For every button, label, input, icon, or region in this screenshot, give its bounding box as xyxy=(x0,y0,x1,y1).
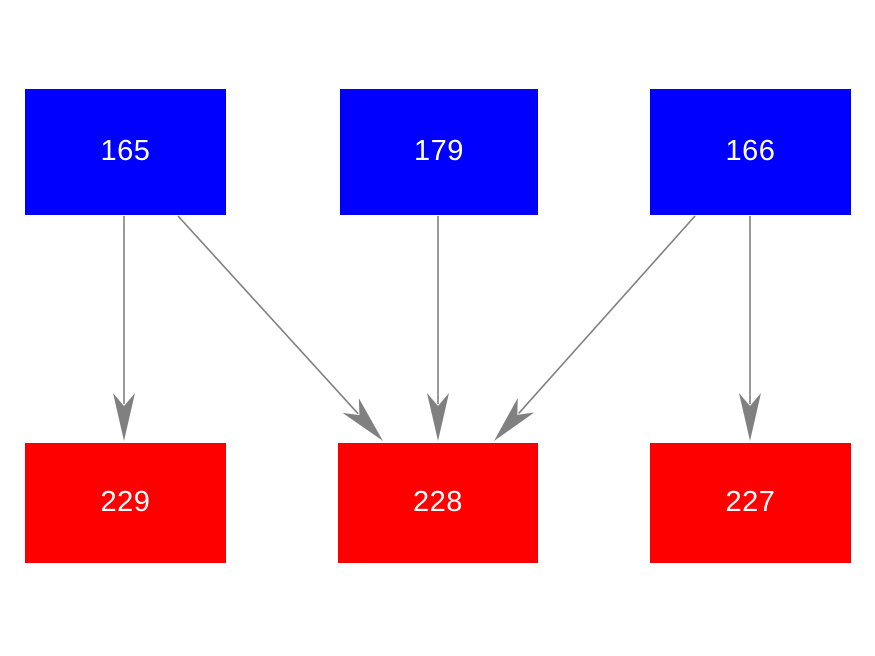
graph-node-label: 166 xyxy=(725,134,776,167)
graph-node-label: 229 xyxy=(100,485,151,518)
graph-node-label: 227 xyxy=(725,485,776,518)
edge-line xyxy=(177,215,359,415)
graph-node-179[interactable]: 179 xyxy=(340,89,538,215)
graph-node-165[interactable]: 165 xyxy=(25,89,226,215)
edge-arrowhead-icon xyxy=(113,393,135,441)
graph-node-label: 228 xyxy=(413,485,463,518)
edge-arrowhead-icon xyxy=(427,393,449,441)
edge-line xyxy=(518,215,696,414)
graph-node-229[interactable]: 229 xyxy=(25,443,226,563)
edge-arrowhead-icon xyxy=(494,397,535,441)
graph-node-label: 165 xyxy=(100,134,151,167)
edge-arrowhead-icon xyxy=(739,393,761,441)
graph-edge-166-to-227 xyxy=(739,216,761,441)
graph-edge-166-to-228 xyxy=(494,215,696,441)
graph-node-227[interactable]: 227 xyxy=(650,443,851,563)
graph-node-166[interactable]: 166 xyxy=(650,89,851,215)
edge-arrowhead-icon xyxy=(342,398,383,441)
graph-node-label: 179 xyxy=(414,134,464,167)
graph-edge-165-to-228 xyxy=(177,215,383,441)
graph-node-228[interactable]: 228 xyxy=(338,443,538,563)
graph-edge-165-to-229 xyxy=(113,216,135,441)
graph-edge-179-to-228 xyxy=(427,216,449,441)
